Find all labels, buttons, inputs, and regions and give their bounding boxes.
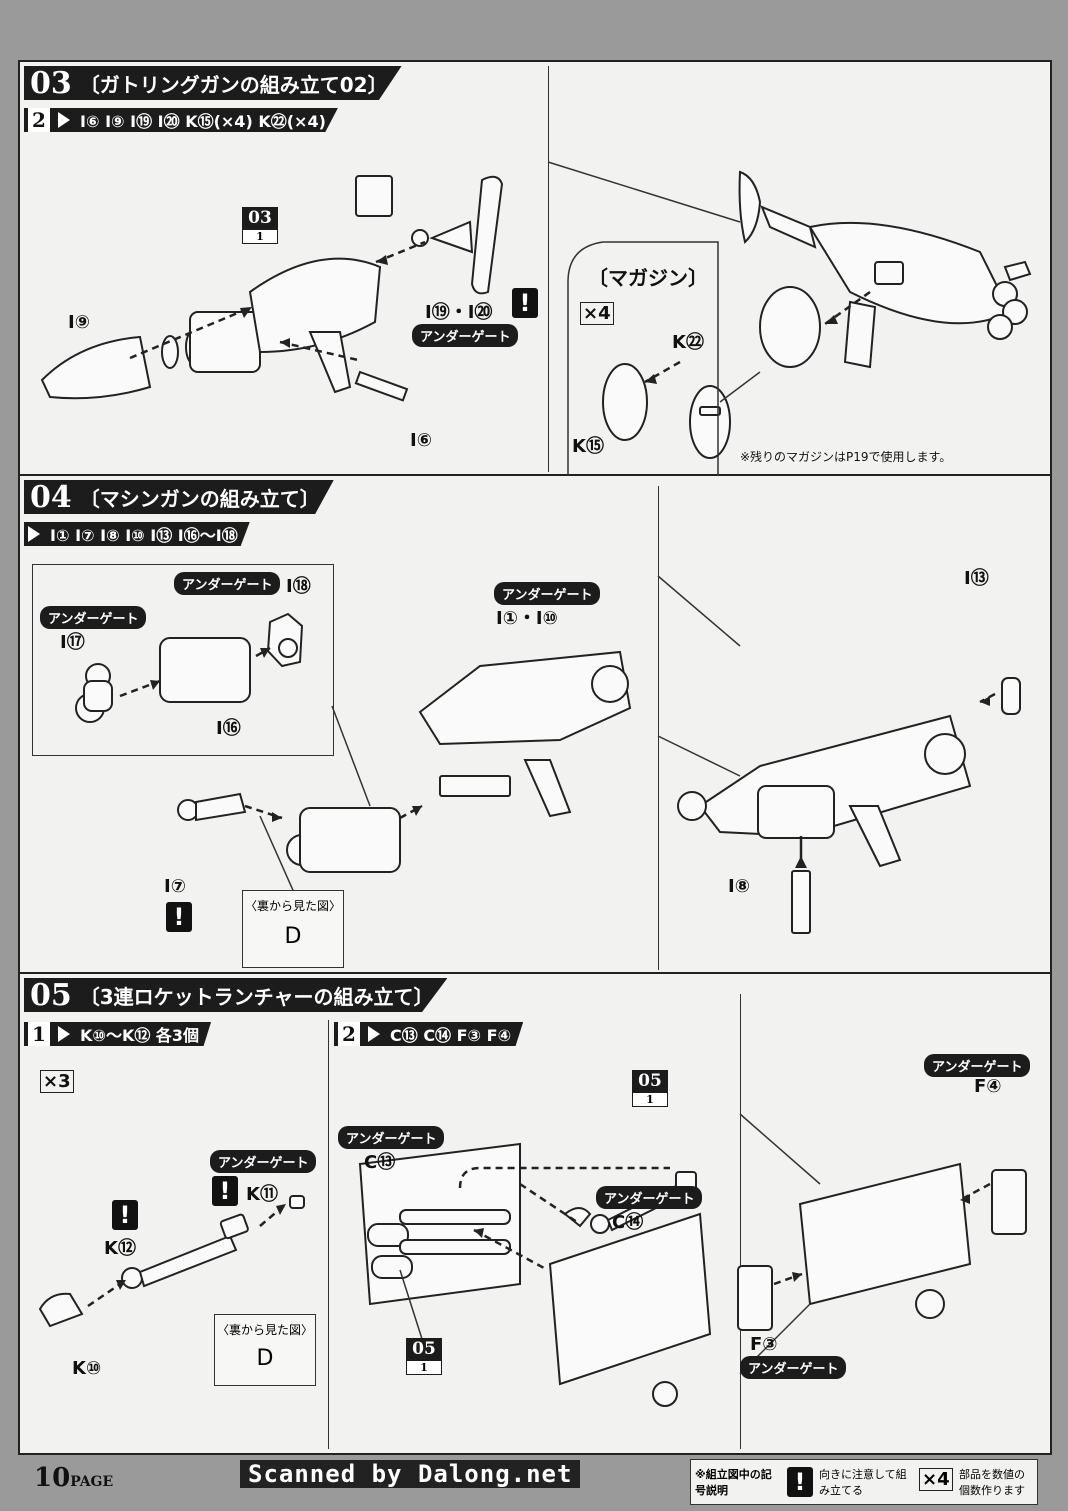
warning-icon: ! [212, 1176, 238, 1206]
section-04-header: 04 〔マシンガンの組み立て〕 [24, 480, 334, 514]
arrow-icon [58, 112, 70, 128]
parts-list: I① I⑦ I⑧ I⑩ I⑬ I⑯〜I⑱ [50, 526, 238, 545]
under-gate-badge: アンダーゲート [210, 1150, 317, 1173]
part-label-k11: K⑪ [246, 1184, 278, 1205]
parts-bar: I① I⑦ I⑧ I⑩ I⑬ I⑯〜I⑱ [24, 522, 250, 546]
warning-icon: ! [112, 1200, 138, 1230]
step-number: 2 [28, 108, 50, 132]
step-number: 1 [28, 1022, 50, 1046]
d-shape-icon: D [284, 924, 302, 949]
part-label-k10: K⑩ [72, 1358, 102, 1379]
machine-gun-diagram [75, 575, 1021, 934]
under-gate-badge: アンダーゲート [596, 1186, 703, 1209]
part-label-k22: K㉒ [672, 332, 704, 353]
parts-bar-step2: 2 C⑬ C⑭ F③ F④ [334, 1022, 524, 1046]
part-label-f4: F④ [974, 1076, 1002, 1097]
under-gate-badge: アンダーゲート [338, 1126, 445, 1149]
part-label-c13: C⑬ [364, 1152, 396, 1173]
part-label-i9: I⑨ [68, 312, 90, 333]
part-label-i16: I⑯ [216, 718, 241, 739]
back-view-caption: 〈裏から見た図〉 [244, 899, 341, 913]
parts-bar-step1: 1 K⑩〜K⑫ 各3個 [24, 1022, 212, 1046]
step-divider [328, 1020, 329, 1449]
gatling-gun-diagram [40, 161, 1032, 476]
magazine-title: 〔マガジン〕 [588, 266, 708, 290]
arrow-icon [28, 526, 40, 542]
instruction-page: 03 〔ガトリングガンの組み立て02〕 2 I⑥ I⑨ I⑲ I⑳ K⑮(×4)… [18, 60, 1052, 1455]
part-label-c14: C⑭ [612, 1212, 644, 1233]
under-gate-badge: アンダーゲート [40, 606, 147, 629]
part-label-i13: I⑬ [964, 568, 989, 589]
d-shape-icon: D [256, 1346, 274, 1371]
part-label-i18: I⑱ [286, 576, 311, 597]
part-label-i6: I⑥ [410, 430, 432, 451]
section-03-header: 03 〔ガトリングガンの組み立て02〕 [24, 66, 402, 100]
step-divider [658, 486, 659, 970]
back-view-box: 〈裏から見た図〉 D [242, 890, 344, 968]
parts-list: I⑥ I⑨ I⑲ I⑳ K⑮(×4) K㉒(×4) [80, 112, 326, 131]
section-reference-03-1: 03 1 [242, 207, 278, 244]
legend-title: ※組立図中の記号説明 [695, 1468, 772, 1497]
section-title: 〔3連ロケットランチャーの組み立て〕 [79, 984, 434, 1009]
magazine-note: ※残りのマガジンはP19で使用します。 [740, 450, 952, 464]
part-label-k15: K⑮ [572, 436, 604, 457]
step-number: 2 [338, 1022, 360, 1046]
section-title: 〔ガトリングガンの組み立て02〕 [79, 72, 388, 97]
under-gate-badge: アンダーゲート [412, 324, 519, 347]
section-reference-05-1: 05 1 [632, 1070, 668, 1107]
parts-list: C⑬ C⑭ F③ F④ [390, 1026, 512, 1045]
multiply-badge: ×4 [580, 302, 614, 325]
section-05-header: 05 〔3連ロケットランチャーの組み立て〕 [24, 977, 448, 1013]
legend-warning-text: 向きに注意して組み立てる [819, 1468, 907, 1497]
step-divider [548, 66, 549, 472]
legend-multiply-text: 部品を数値の個数作ります [959, 1468, 1025, 1497]
part-label-k12: K⑫ [104, 1238, 136, 1259]
subassembly-box [32, 564, 334, 756]
part-label-i19-i20: I⑲・I⑳ [425, 302, 493, 323]
under-gate-badge: アンダーゲート [494, 582, 601, 605]
section-title: 〔マシンガンの組み立て〕 [79, 486, 320, 511]
section-reference-05-1: 05 1 [406, 1338, 442, 1375]
under-gate-badge: アンダーゲート [174, 572, 281, 595]
parts-list: K⑩〜K⑫ 各3個 [80, 1026, 200, 1045]
back-view-box: 〈裏から見た図〉 D [214, 1314, 316, 1386]
part-label-i8: I⑧ [728, 876, 750, 897]
parts-bar: 2 I⑥ I⑨ I⑲ I⑳ K⑮(×4) K㉒(×4) [24, 108, 338, 132]
section-number: 05 [30, 977, 72, 1013]
legend-multiply-badge: ×4 [919, 1468, 953, 1491]
page-number: 10PAGE [34, 1463, 114, 1493]
warning-icon: ! [512, 288, 538, 318]
part-label-f3: F③ [750, 1334, 778, 1355]
page-footer: 10PAGE Scanned by Dalong.net ※組立図中の記号説明 … [0, 1455, 1068, 1511]
multiply-badge: ×3 [40, 1070, 74, 1093]
scan-credit: Scanned by Dalong.net [240, 1460, 581, 1488]
part-label-i1-i10: I①・I⑩ [496, 608, 558, 629]
under-gate-badge: アンダーゲート [740, 1356, 847, 1379]
back-view-caption: 〈裏から見た図〉 [216, 1323, 313, 1337]
part-label-i17: I⑰ [60, 632, 85, 653]
rocket-launcher-diagram [38, 1113, 1027, 1407]
section-04: 04 〔マシンガンの組み立て〕 I① I⑦ I⑧ I⑩ I⑬ I⑯〜I⑱ [20, 476, 1050, 974]
warning-icon: ! [787, 1467, 813, 1497]
warning-icon: ! [166, 902, 192, 932]
section-03: 03 〔ガトリングガンの組み立て02〕 2 I⑥ I⑨ I⑲ I⑳ K⑮(×4)… [20, 62, 1050, 476]
step-divider [740, 994, 741, 1449]
arrow-icon [58, 1026, 70, 1042]
symbol-legend: ※組立図中の記号説明 ! 向きに注意して組み立てる ×4 部品を数値の個数作りま… [690, 1459, 1038, 1505]
part-label-i7: I⑦ [164, 876, 186, 897]
under-gate-badge: アンダーゲート [924, 1054, 1031, 1077]
arrow-icon [368, 1026, 380, 1042]
section-05: 05 〔3連ロケットランチャーの組み立て〕 1 K⑩〜K⑫ 各3個 2 C⑬ C… [20, 974, 1050, 1453]
section-number: 03 [30, 65, 72, 101]
section-number: 04 [30, 479, 72, 515]
